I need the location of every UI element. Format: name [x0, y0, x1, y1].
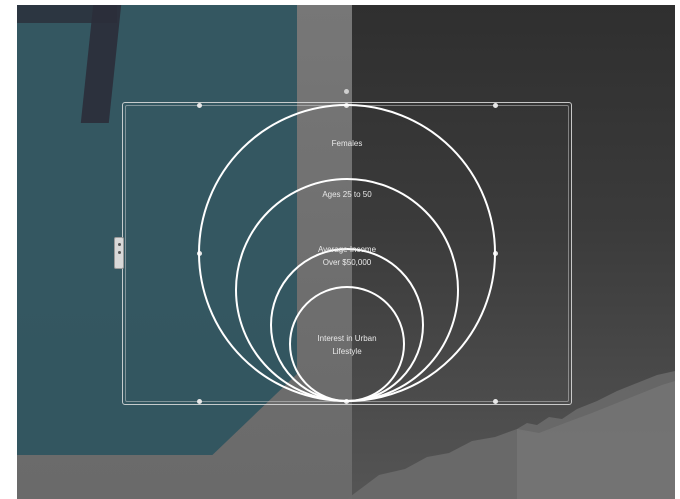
label-urban[interactable]: Interest in Urban Lifestyle	[287, 332, 407, 358]
resize-handle-bottom-left[interactable]	[197, 399, 202, 404]
label-ages-text: Ages 25 to 50	[322, 190, 372, 199]
label-income-line2: Over $50,000	[322, 258, 372, 267]
label-income[interactable]: Average Income Over $50,000	[287, 243, 407, 269]
mountain-silhouette	[347, 371, 675, 499]
resize-handle-top-right[interactable]	[493, 103, 498, 108]
grip-dot-icon	[117, 251, 121, 254]
label-females[interactable]: Females	[297, 137, 397, 150]
circle-level-4	[289, 286, 405, 402]
resize-handle-bottom-right[interactable]	[493, 399, 498, 404]
text-pane-toggle-handle[interactable]	[114, 237, 124, 269]
grip-dot-icon	[117, 243, 121, 246]
rotate-handle[interactable]	[344, 89, 349, 94]
label-urban-line2: Lifestyle	[332, 347, 362, 356]
label-income-line1: Average Income	[317, 245, 377, 254]
resize-handle-top-left[interactable]	[197, 103, 202, 108]
label-females-text: Females	[331, 139, 363, 148]
slide[interactable]: Females Ages 25 to 50 Average Income Ove…	[17, 5, 675, 499]
circle-level-2	[235, 178, 459, 402]
label-ages[interactable]: Ages 25 to 50	[297, 188, 397, 201]
nested-circles-diagram	[198, 104, 496, 402]
teal-background-shape	[17, 5, 297, 455]
label-urban-line1: Interest in Urban	[317, 334, 377, 343]
